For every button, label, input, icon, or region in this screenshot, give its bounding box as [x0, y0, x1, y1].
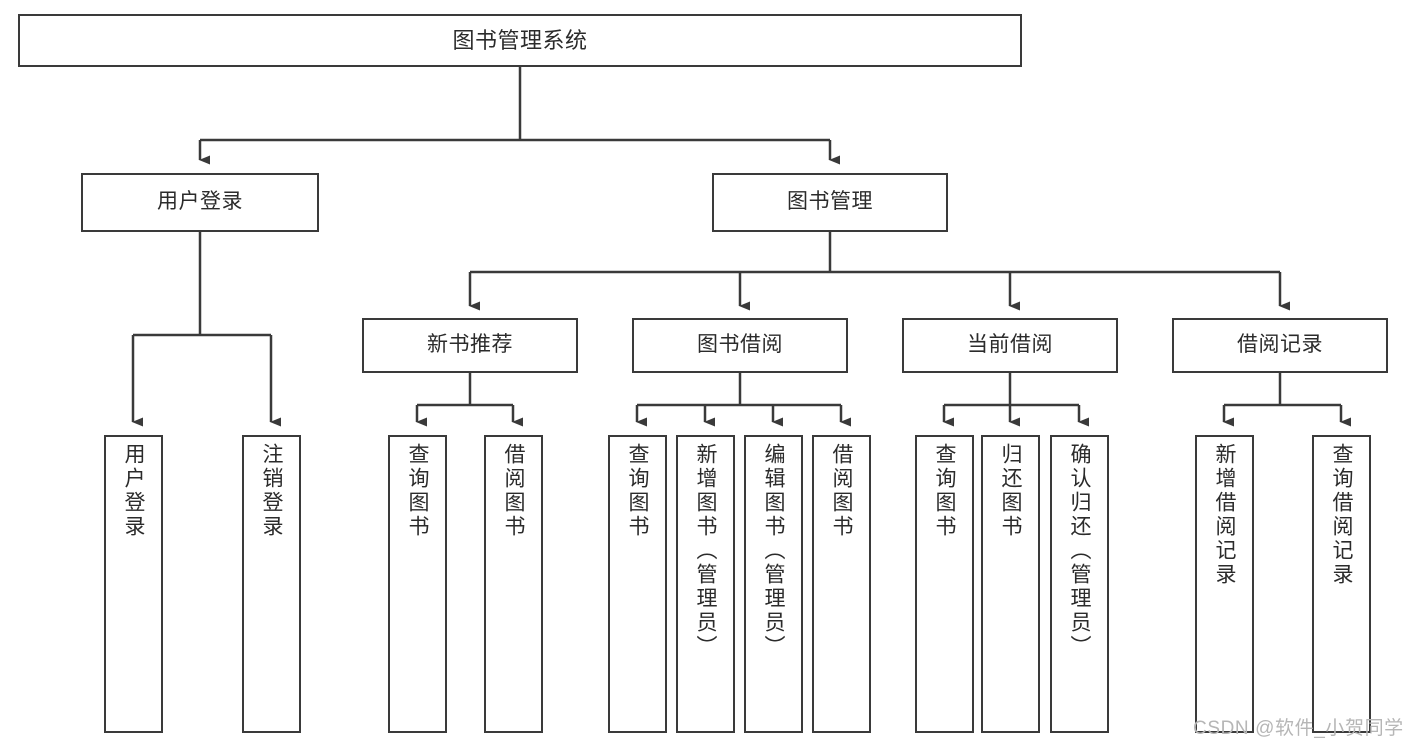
node-leaf-edit-book[interactable]: 编辑图书（管理员）: [744, 435, 803, 733]
node-borrow-record-label: 借阅记录: [1237, 333, 1323, 357]
node-new-book-recommend[interactable]: 新书推荐: [362, 318, 578, 373]
node-leaf-query-book-1-label: 查询图书: [406, 443, 429, 539]
node-root-label: 图书管理系统: [452, 27, 588, 53]
node-user-login-label: 用户登录: [157, 190, 243, 214]
node-leaf-query-record[interactable]: 查询借阅记录: [1312, 435, 1371, 733]
node-leaf-query-book-2-label: 查询图书: [626, 443, 649, 539]
node-leaf-add-book-label: 新增图书（管理员）: [694, 443, 717, 659]
node-leaf-confirm-return-label: 确认归还（管理员）: [1068, 443, 1091, 659]
node-leaf-confirm-return[interactable]: 确认归还（管理员）: [1050, 435, 1109, 733]
node-leaf-logout-login[interactable]: 注销登录: [242, 435, 301, 733]
node-leaf-query-book-2[interactable]: 查询图书: [608, 435, 667, 733]
node-book-borrow[interactable]: 图书借阅: [632, 318, 848, 373]
node-leaf-borrow-book-1-label: 借阅图书: [502, 443, 525, 539]
node-leaf-borrow-book-2[interactable]: 借阅图书: [812, 435, 871, 733]
node-leaf-add-record-label: 新增借阅记录: [1213, 443, 1236, 587]
csdn-watermark: CSDN @软件_小贺同学: [1193, 718, 1404, 739]
node-leaf-edit-book-label: 编辑图书（管理员）: [762, 443, 785, 659]
node-borrow-record[interactable]: 借阅记录: [1172, 318, 1388, 373]
node-book-borrow-label: 图书借阅: [697, 333, 783, 357]
node-leaf-return-book-label: 归还图书: [999, 443, 1022, 539]
node-leaf-add-record[interactable]: 新增借阅记录: [1195, 435, 1254, 733]
node-leaf-query-record-label: 查询借阅记录: [1330, 443, 1353, 587]
node-leaf-user-login-label: 用户登录: [122, 443, 145, 539]
node-current-borrow[interactable]: 当前借阅: [902, 318, 1118, 373]
node-leaf-query-book-1[interactable]: 查询图书: [388, 435, 447, 733]
node-root[interactable]: 图书管理系统: [18, 14, 1022, 67]
node-current-borrow-label: 当前借阅: [967, 333, 1053, 357]
node-leaf-borrow-book-2-label: 借阅图书: [830, 443, 853, 539]
node-leaf-borrow-book-1[interactable]: 借阅图书: [484, 435, 543, 733]
node-new-book-recommend-label: 新书推荐: [427, 333, 513, 357]
node-leaf-query-book-3[interactable]: 查询图书: [915, 435, 974, 733]
node-user-login[interactable]: 用户登录: [81, 173, 319, 232]
node-book-manage[interactable]: 图书管理: [712, 173, 948, 232]
node-leaf-user-login[interactable]: 用户登录: [104, 435, 163, 733]
node-leaf-add-book[interactable]: 新增图书（管理员）: [676, 435, 735, 733]
node-leaf-logout-login-label: 注销登录: [260, 443, 283, 539]
node-leaf-return-book[interactable]: 归还图书: [981, 435, 1040, 733]
node-leaf-query-book-3-label: 查询图书: [933, 443, 956, 539]
node-book-manage-label: 图书管理: [787, 190, 873, 214]
